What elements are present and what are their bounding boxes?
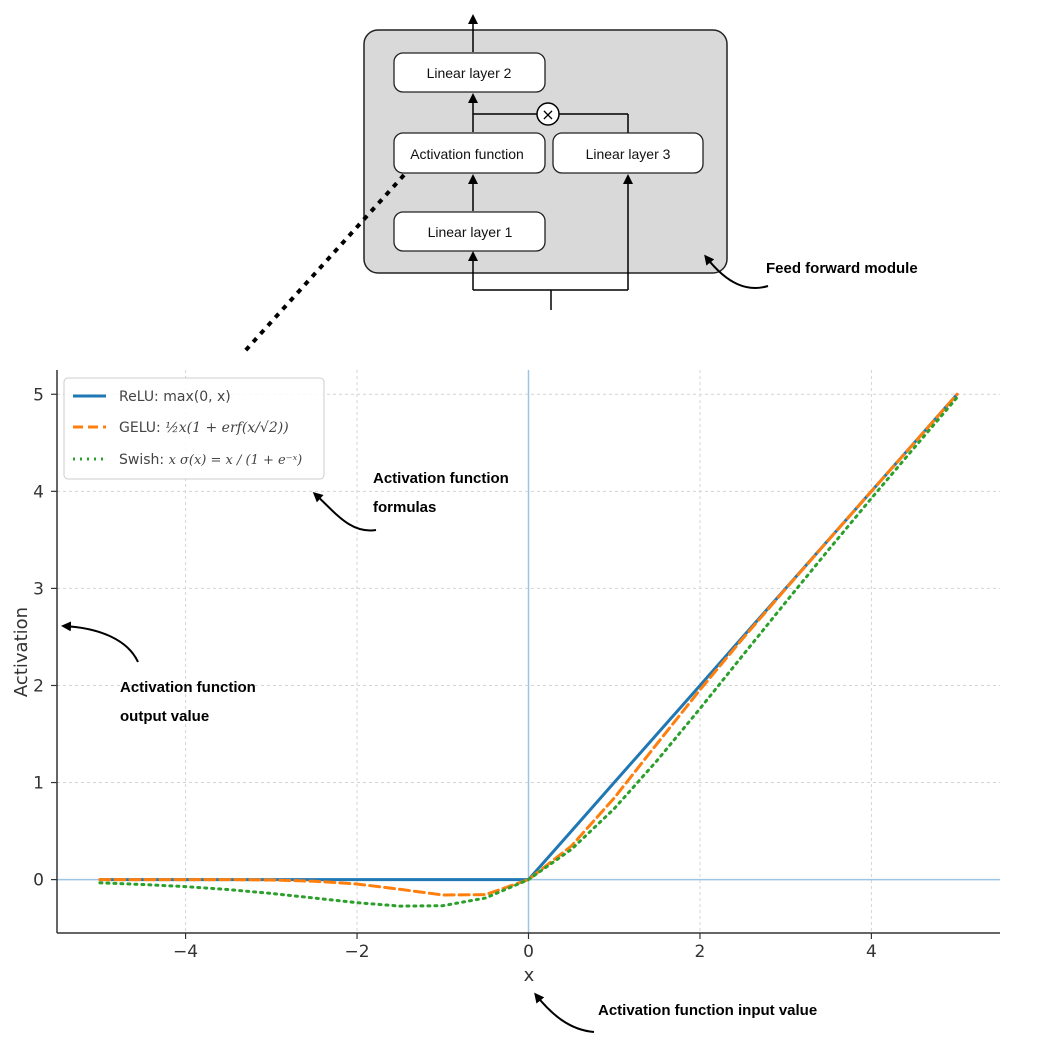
linear-layer-3-label: Linear layer 3: [586, 146, 671, 162]
y-tick-label: 0: [33, 871, 44, 891]
linear-layer-2-box: Linear layer 2: [393, 52, 546, 93]
linear-layer-1-label: Linear layer 1: [428, 224, 513, 240]
y-tick-label: 5: [33, 385, 44, 405]
activation-function-label: Activation function: [410, 146, 524, 162]
input-callout-label: Activation function input value: [598, 1002, 817, 1019]
feed-forward-module-label: Feed forward module: [766, 260, 918, 277]
multiply-node: [536, 102, 560, 126]
x-tick-label: 0: [523, 942, 534, 962]
legend: ReLU: max(0, x) GELU: ½x(1 + erf(x/√2)) …: [63, 377, 325, 480]
series-line-gelu: [98, 392, 959, 897]
multiply-symbol: ×: [541, 105, 554, 124]
output-callout-line1: Activation function: [120, 679, 256, 696]
output-callout-arrow: [61, 621, 139, 663]
activation-function-box: Activation function: [393, 132, 546, 174]
axes: [51, 370, 1000, 939]
formulas-callout-line1: Activation function: [373, 470, 509, 487]
legend-label-swish: Swish: x σ(x) = x / (1 + e⁻ˣ): [119, 452, 302, 468]
formulas-callout-arrow: [312, 491, 377, 532]
linear-layer-3-box: Linear layer 3: [552, 132, 704, 174]
output-callout-line2: output value: [120, 708, 209, 725]
series-line-swish: [98, 396, 959, 908]
feed-forward-diagram: × Linear layer 2 Activation function Lin…: [363, 14, 918, 310]
legend-frame: [63, 377, 325, 480]
y-tick-label: 1: [33, 774, 44, 794]
activation-chart: −4 −2 0 2 4 0 1 2 3 4 5 x Activation ReLU: max(0, …: [11, 370, 1000, 1033]
y-tick-label: 4: [33, 482, 44, 502]
y-tick-label: 2: [33, 676, 44, 696]
feed-forward-callout-arrow: [704, 254, 769, 289]
x-tick-label: 2: [695, 942, 706, 962]
y-axis-label: Activation: [11, 607, 32, 697]
legend-label-relu: ReLU: max(0, x): [119, 389, 231, 405]
x-axis-label: x: [524, 965, 535, 986]
legend-label-gelu: GELU: ½x(1 + erf(x/√2)): [119, 420, 289, 436]
x-tick-label: −4: [173, 942, 198, 962]
y-tick-label: 3: [33, 579, 44, 599]
tick-labels: −4 −2 0 2 4 0 1 2 3 4 5: [33, 385, 877, 962]
series-lines: [98, 392, 959, 908]
linear-layer-2-label: Linear layer 2: [427, 65, 512, 81]
linear-layer-1-box: Linear layer 1: [393, 211, 546, 252]
x-tick-label: 4: [866, 942, 877, 962]
input-callout-arrow: [534, 992, 595, 1033]
formulas-callout-line2: formulas: [373, 499, 436, 516]
x-tick-label: −2: [345, 942, 370, 962]
